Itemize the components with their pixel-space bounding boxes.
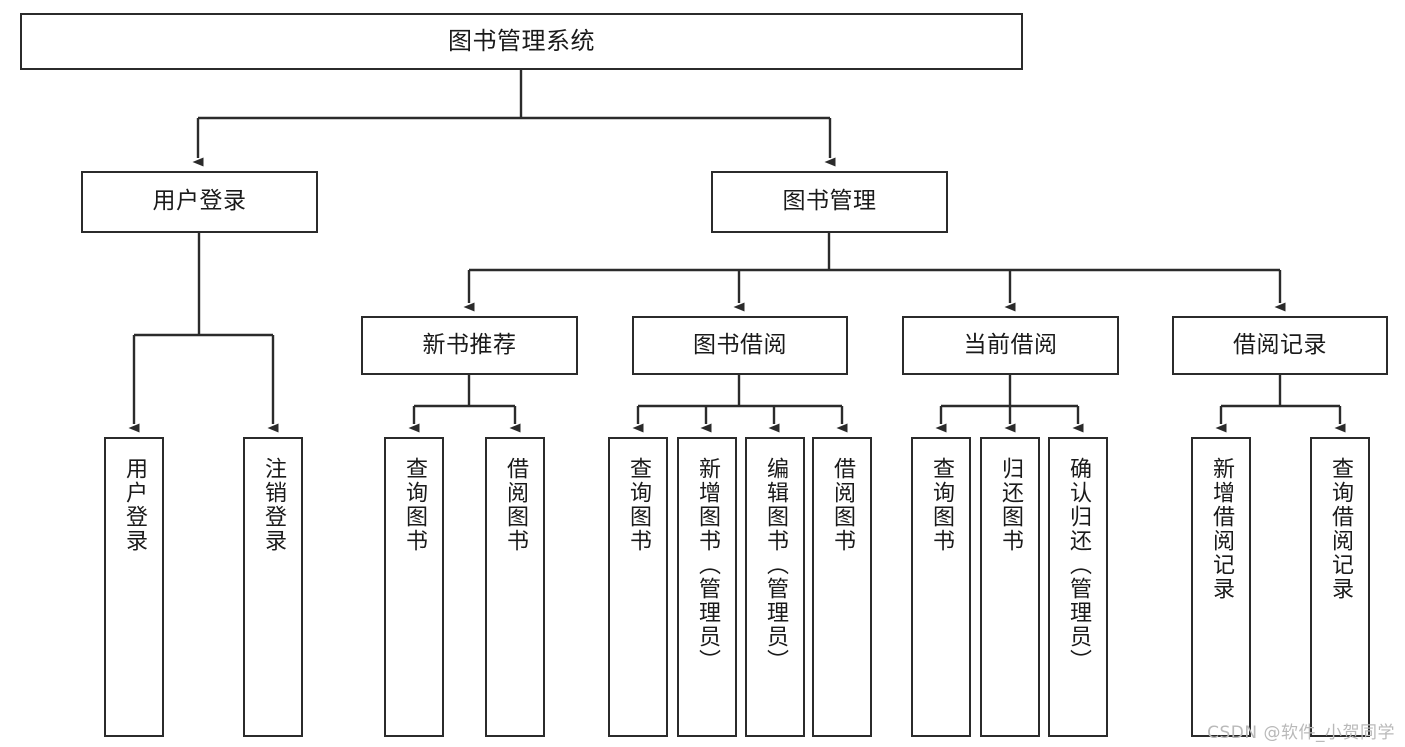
node-label: 用户登录 xyxy=(122,457,147,553)
node-label: 新增图书（管理员） xyxy=(695,457,720,673)
node-label: 注销登录 xyxy=(261,457,286,553)
leaf-query-book-recommend[interactable]: 查询图书 xyxy=(384,437,444,737)
leaf-logout[interactable]: 注销登录 xyxy=(243,437,303,737)
node-borrow-records[interactable]: 借阅记录 xyxy=(1172,316,1388,375)
node-current-borrow[interactable]: 当前借阅 xyxy=(902,316,1119,375)
leaf-user-login[interactable]: 用户登录 xyxy=(104,437,164,737)
node-label: 图书借阅 xyxy=(693,331,787,358)
leaf-borrow-book[interactable]: 借阅图书 xyxy=(812,437,872,737)
leaf-query-book-borrow[interactable]: 查询图书 xyxy=(608,437,668,737)
node-label: 借阅图书 xyxy=(830,457,855,553)
node-label: 查询图书 xyxy=(929,457,954,553)
leaf-add-book-admin[interactable]: 新增图书（管理员） xyxy=(677,437,737,737)
leaf-query-borrow-record[interactable]: 查询借阅记录 xyxy=(1310,437,1370,737)
leaf-query-book-current[interactable]: 查询图书 xyxy=(911,437,971,737)
leaf-confirm-return-admin[interactable]: 确认归还（管理员） xyxy=(1048,437,1108,737)
node-label: 查询图书 xyxy=(626,457,651,553)
node-label: 查询图书 xyxy=(402,457,427,553)
node-label: 新增借阅记录 xyxy=(1209,457,1234,601)
node-label: 图书管理系统 xyxy=(448,27,595,56)
node-label: 当前借阅 xyxy=(963,331,1058,358)
node-label: 借阅记录 xyxy=(1233,331,1327,358)
leaf-edit-book-admin[interactable]: 编辑图书（管理员） xyxy=(745,437,805,737)
leaf-return-book[interactable]: 归还图书 xyxy=(980,437,1040,737)
leaf-add-borrow-record[interactable]: 新增借阅记录 xyxy=(1191,437,1251,737)
node-label: 用户登录 xyxy=(152,188,247,215)
node-label: 图书管理 xyxy=(782,188,877,215)
leaf-borrow-book-recommend[interactable]: 借阅图书 xyxy=(485,437,545,737)
node-label: 归还图书 xyxy=(998,457,1023,553)
node-new-book-recommend[interactable]: 新书推荐 xyxy=(361,316,578,375)
csdn-watermark: CSDN @软件_小贺同学 xyxy=(1207,723,1395,743)
node-label: 借阅图书 xyxy=(503,457,528,553)
node-label: 新书推荐 xyxy=(422,331,517,358)
node-user-login[interactable]: 用户登录 xyxy=(81,171,318,233)
node-label: 确认归还（管理员） xyxy=(1066,457,1091,673)
node-book-borrow[interactable]: 图书借阅 xyxy=(632,316,848,375)
node-book-management[interactable]: 图书管理 xyxy=(711,171,948,233)
node-label: 编辑图书（管理员） xyxy=(763,457,788,673)
node-label: 查询借阅记录 xyxy=(1328,457,1353,601)
node-system-title[interactable]: 图书管理系统 xyxy=(20,13,1023,70)
